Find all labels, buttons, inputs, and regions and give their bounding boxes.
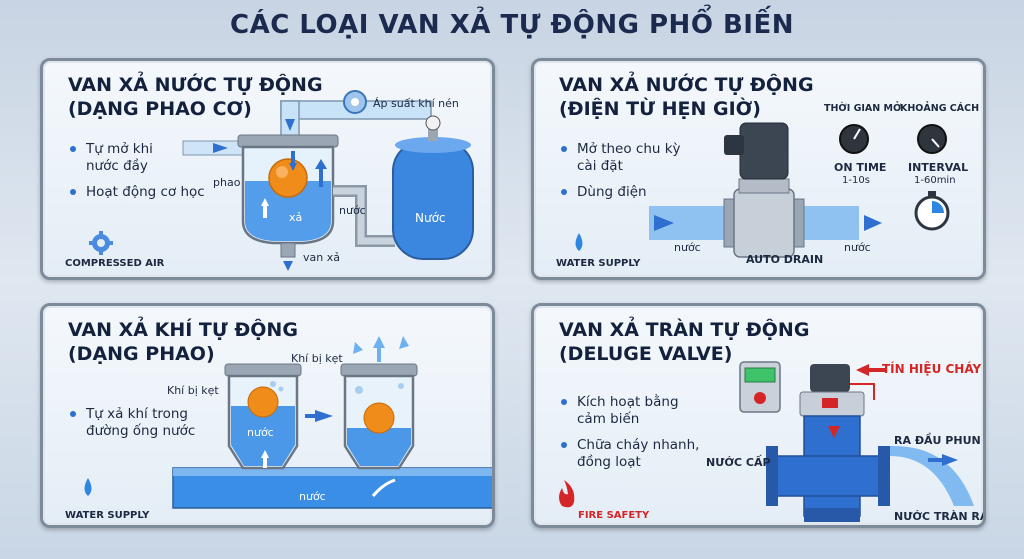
bullet: Tự xả khí trong đường ống nước: [68, 406, 218, 440]
flow-curve-arrow: [371, 478, 396, 497]
label-valve: van xả: [303, 251, 340, 264]
valve-actuator: [810, 364, 850, 392]
float-ball: [268, 158, 308, 198]
water-spray: [890, 445, 974, 506]
timer-drain-title-1: VAN XẢ NƯỚC TỰ ĐỘNG: [559, 74, 814, 96]
up-arrow-small: [261, 198, 269, 206]
label-on-time: ON TIME: [834, 161, 887, 174]
label-auto-drain: AUTO DRAIN: [746, 253, 824, 266]
label-water: nước: [339, 204, 366, 217]
drain-valve: [280, 242, 296, 258]
stopwatch-icon: [914, 191, 950, 231]
float-ball-1: [247, 386, 279, 418]
pressure-gauge: [425, 115, 441, 131]
label-supply: NƯỚC CẤP: [706, 456, 771, 469]
label-interval-range: 1-60min: [914, 175, 956, 186]
rise-arrow: [315, 159, 327, 169]
vessel-water: [245, 181, 331, 241]
flow-arrow-in: [654, 215, 674, 231]
vessel-lid: [237, 134, 339, 148]
label-on-time-range: 1-10s: [842, 175, 870, 186]
deluge-bullets: Kích hoạt bằng cảm biến Chữa cháy nhanh,…: [559, 394, 709, 480]
timer-drain-diagram: [575, 122, 950, 258]
float-drain-title-2: (DẠNG PHAO CƠ): [68, 98, 252, 120]
air-release-bullets: Tự xả khí trong đường ống nước: [68, 406, 218, 449]
solenoid-coil: [739, 122, 789, 180]
label-interval: INTERVAL: [908, 161, 969, 174]
label-pressure: Áp suất khí nén: [373, 97, 459, 110]
label-water-chamber: nước: [247, 426, 274, 439]
on-time-knob: [839, 124, 869, 154]
inlet-arrow: [213, 143, 228, 153]
label-water-pipe: nước: [299, 490, 326, 503]
label-fire-signal: TÍN HIỆU CHÁY: [882, 362, 982, 376]
deluge-title-1: VAN XẢ TRÀN TỰ ĐỘNG: [559, 319, 810, 341]
label-overflow: NƯỚC TRÀN RA: [894, 510, 986, 523]
gear-icon: [89, 231, 113, 255]
air-escape-arrow: [373, 336, 385, 348]
bullet: Chữa cháy nhanh, đồng loạt: [559, 437, 709, 471]
nozzle-arrow: [942, 454, 958, 466]
fire-signal-arrow: [856, 364, 869, 376]
horizontal-pipe: [773, 455, 885, 497]
panel-air-release: VAN XẢ KHÍ TỰ ĐỘNG (DẠNG PHAO) Tự xả khí…: [40, 303, 495, 528]
panel-deluge: VAN XẢ TRÀN TỰ ĐỘNG (DELUGE VALVE) Kích …: [531, 303, 986, 528]
label-to-nozzle: RA ĐẦU PHUN: [894, 434, 981, 447]
badge-fire-safety: FIRE SAFETY: [578, 510, 650, 521]
label-water-out: nước: [844, 241, 871, 254]
label-float: phao: [213, 176, 241, 189]
badge-water-supply: WATER SUPPLY: [65, 510, 150, 521]
bullet: Kích hoạt bằng cảm biến: [559, 394, 709, 428]
air-release-title-1: VAN XẢ KHÍ TỰ ĐỘNG: [68, 319, 298, 341]
transition-arrow: [315, 410, 333, 422]
drain-pipe-out: [799, 206, 859, 240]
label-tank: Nước: [415, 211, 446, 225]
water-drop-icon: [575, 233, 583, 251]
valve-body: [733, 188, 795, 258]
interval-knob: [917, 124, 947, 154]
panel-timer-drain: VAN XẢ NƯỚC TỰ ĐỘNG (ĐIỆN TỪ HẸN GIỜ) Mở…: [531, 58, 986, 280]
bullet: Tự mở khi nước đầy: [68, 141, 188, 175]
flow-arrow-out: [864, 215, 882, 231]
badge-water-supply: WATER SUPPLY: [556, 258, 641, 269]
label-water-in: nước: [674, 241, 701, 254]
label-trapped-left: Khí bị kẹt: [167, 384, 219, 397]
panel-float-drain: VAN XẢ NƯỚC TỰ ĐỘNG (DẠNG PHAO CƠ) Tự mở…: [40, 58, 495, 280]
timer-drain-title-2: (ĐIỆN TỪ HẸN GIỜ): [559, 98, 761, 120]
float-drain-diagram: [89, 90, 474, 271]
label-trapped-top: Khí bị kẹt: [291, 352, 343, 365]
timer-drain-bullets: Mở theo chu kỳ cài đặt Dùng điện: [559, 141, 699, 210]
bullet: Dùng điện: [559, 184, 699, 201]
page-title: CÁC LOẠI VAN XẢ TỰ ĐỘNG PHỔ BIẾN: [230, 10, 794, 40]
water-drop-icon: [84, 478, 92, 496]
label-discharge: xả: [289, 211, 303, 224]
float-ball-2: [363, 402, 395, 434]
deluge-title-2: (DELUGE VALVE): [559, 343, 733, 365]
deluge-diagram: [559, 361, 974, 522]
label-interval-title: KHOẢNG CÁCH: [900, 103, 980, 114]
drain-arrow: [283, 261, 293, 271]
air-release-diagram: [84, 336, 492, 509]
bullet: Hoạt động cơ học: [68, 184, 205, 201]
float-drain-title-1: VAN XẢ NƯỚC TỰ ĐỘNG: [68, 74, 323, 96]
water-tank: [392, 140, 474, 260]
flame-icon: [559, 480, 575, 508]
badge-compressed-air: COMPRESSED AIR: [65, 258, 165, 269]
down-arrow: [289, 163, 297, 171]
label-open-time: THỜI GIAN MỞ: [824, 103, 902, 114]
float-drain-bullets: Tự mở khi nước đầy Hoạt động cơ học: [68, 141, 205, 210]
bullet: Mở theo chu kỳ cài đặt: [559, 141, 699, 175]
air-release-title-2: (DẠNG PHAO): [68, 343, 215, 365]
